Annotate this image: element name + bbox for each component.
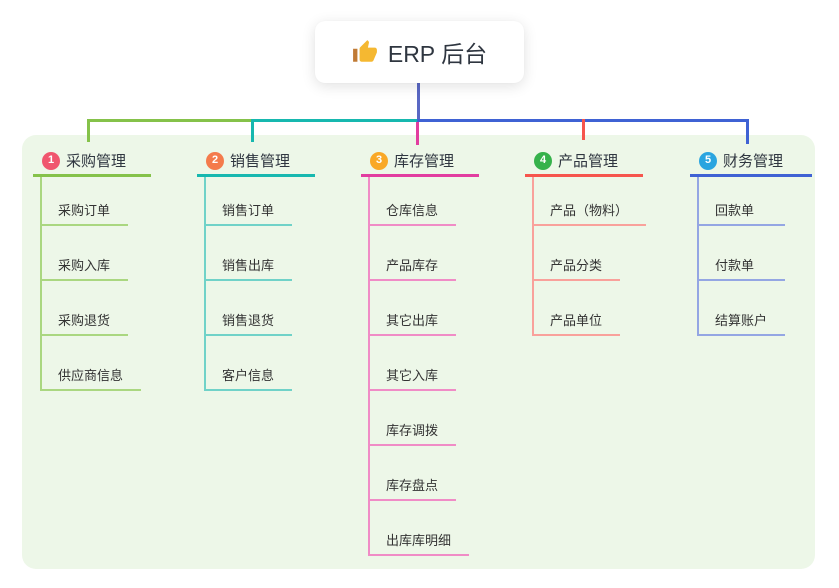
branch-children: 采购订单 采购入库 采购退货 供应商信息	[40, 177, 142, 391]
branch-number-badge: 1	[42, 151, 60, 170]
branch-sales: 2 销售管理 销售订单 销售出库 销售退货 客户信息	[197, 147, 315, 391]
branch-children: 销售订单 销售出库 销售退货 客户信息	[204, 177, 293, 391]
branch-title-purchase[interactable]: 1 采购管理	[33, 147, 151, 177]
branch-number-badge: 3	[370, 151, 388, 170]
child-node[interactable]: 回款单	[699, 177, 785, 226]
child-node[interactable]: 产品（物料）	[534, 177, 647, 226]
branch-product: 4 产品管理 产品（物料） 产品分类 产品单位	[525, 147, 647, 336]
branch-number-badge: 4	[534, 151, 552, 170]
child-node[interactable]: 销售出库	[206, 226, 293, 281]
child-node[interactable]: 采购入库	[42, 226, 129, 281]
child-node[interactable]: 客户信息	[206, 336, 293, 391]
branch-purchase: 1 采购管理 采购订单 采购入库 采购退货 供应商信息	[33, 147, 151, 391]
branch-finance: 5 财务管理 回款单 付款单 结算账户	[690, 147, 812, 336]
drop-line-purchase	[87, 119, 90, 142]
bus-line-sales	[252, 119, 417, 122]
child-node[interactable]: 库存调拨	[370, 391, 457, 446]
branch-title-sales[interactable]: 2 销售管理	[197, 147, 315, 177]
child-node[interactable]: 销售订单	[206, 177, 293, 226]
branch-title-label: 财务管理	[723, 153, 784, 170]
branch-title-label: 销售管理	[230, 153, 291, 170]
child-node[interactable]: 库存盘点	[370, 446, 457, 501]
branch-children: 仓库信息 产品库存 其它出库 其它入库 库存调拨 库存盘点 出库库明细	[368, 177, 470, 556]
child-node[interactable]: 采购退货	[42, 281, 129, 336]
branch-title-product[interactable]: 4 产品管理	[525, 147, 643, 177]
branch-children: 产品（物料） 产品分类 产品单位	[532, 177, 647, 336]
branch-title-finance[interactable]: 5 财务管理	[690, 147, 812, 177]
branch-number-badge: 2	[206, 151, 224, 170]
thumbs-up-icon	[352, 40, 377, 62]
bus-line-purchase	[87, 119, 253, 122]
child-node[interactable]: 其它出库	[370, 281, 457, 336]
root-node-erp[interactable]: ERP 后台	[315, 21, 524, 83]
branch-title-label: 采购管理	[66, 153, 127, 170]
branch-title-label: 产品管理	[558, 153, 619, 170]
child-node[interactable]: 供应商信息	[42, 336, 142, 391]
branch-children: 回款单 付款单 结算账户	[697, 177, 786, 336]
child-node[interactable]: 产品单位	[534, 281, 621, 336]
branch-title-inventory[interactable]: 3 库存管理	[361, 147, 479, 177]
child-node[interactable]: 产品库存	[370, 226, 457, 281]
drop-line-finance	[746, 119, 749, 144]
child-node[interactable]: 出库库明细	[370, 501, 470, 556]
child-node[interactable]: 采购订单	[42, 177, 129, 226]
child-node[interactable]: 产品分类	[534, 226, 621, 281]
root-node-label: ERP 后台	[387, 41, 488, 67]
branch-title-label: 库存管理	[394, 153, 455, 170]
drop-line-inventory	[416, 122, 419, 145]
child-node[interactable]: 付款单	[699, 226, 785, 281]
branch-number-badge: 5	[699, 151, 717, 170]
child-node[interactable]: 仓库信息	[370, 177, 457, 226]
drop-line-product	[582, 119, 585, 140]
root-stem-line	[417, 83, 420, 121]
child-node[interactable]: 销售退货	[206, 281, 293, 336]
branch-inventory: 3 库存管理 仓库信息 产品库存 其它出库 其它入库 库存调拨 库存盘点 出库库…	[361, 147, 479, 556]
branches-panel	[22, 135, 815, 569]
child-node[interactable]: 结算账户	[699, 281, 786, 336]
drop-line-sales	[251, 119, 254, 142]
child-node[interactable]: 其它入库	[370, 336, 457, 391]
